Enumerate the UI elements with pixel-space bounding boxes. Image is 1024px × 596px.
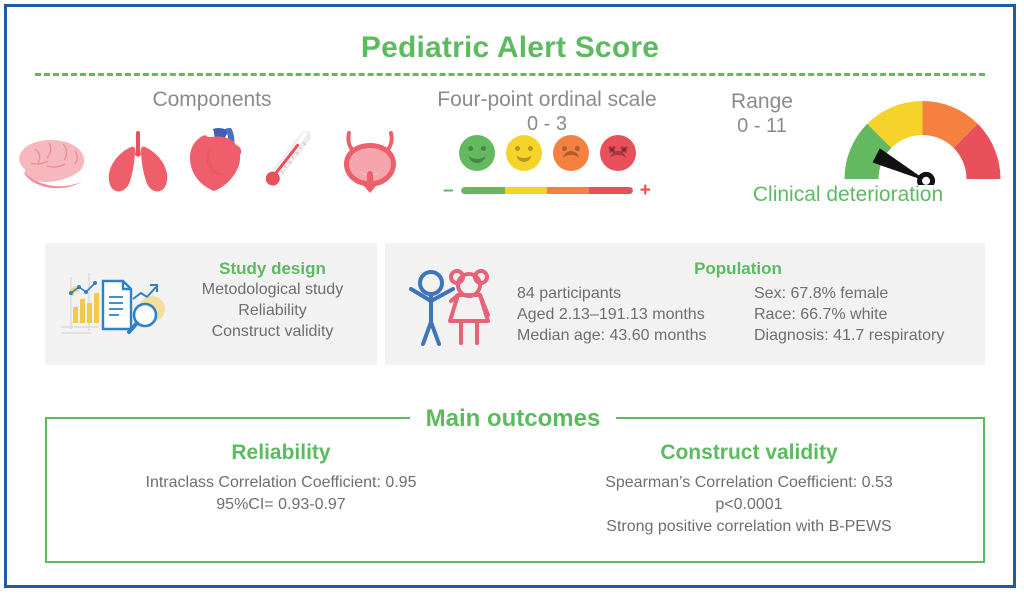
face-sad-orange — [552, 135, 589, 171]
study-document-chart-icon — [59, 271, 167, 346]
outcome-construct-line-1: p<0.0001 — [715, 496, 783, 513]
scale-plus-sign: + — [639, 180, 651, 201]
face-happy-yellow — [505, 135, 542, 171]
outcome-reliability-line-0: Intraclass Correlation Coefficient: 0.95 — [145, 474, 417, 491]
scale-subheading: 0 - 3 — [526, 113, 568, 135]
scale-bar-row: – + — [407, 181, 687, 200]
brain-icon — [15, 135, 91, 198]
components-heading: Components — [152, 88, 272, 111]
study-design-panel: Study design Metodological study Reliabi… — [45, 243, 377, 365]
outcomes-columns: Reliability Intraclass Correlation Coeff… — [47, 441, 983, 538]
study-design-title: Study design — [219, 259, 326, 278]
population-body: Population 84 participants Aged 2.13–191… — [503, 259, 973, 346]
study-design-line-1: Reliability — [238, 302, 307, 319]
main-outcomes-title: Main outcomes — [409, 405, 617, 432]
study-design-line-2: Construct validity — [211, 323, 334, 340]
population-left-column: 84 participants Aged 2.13–191.13 months … — [503, 283, 736, 346]
main-outcomes-box: Reliability Intraclass Correlation Coeff… — [45, 417, 985, 563]
components-column: Components — [17, 87, 407, 193]
face-very-sad-red — [599, 135, 636, 171]
scale-minus-sign: – — [443, 180, 454, 201]
outcome-construct-line-0: Spearman’s Correlation Coefficient: 0.53 — [605, 474, 893, 491]
top-section: Components — [17, 87, 1009, 222]
gauge-icon — [835, 89, 1010, 190]
population-right-line-0: Sex: 67.8% female — [754, 285, 889, 302]
outcome-construct-heading: Construct validity — [660, 441, 838, 464]
study-design-body: Study design Metodological study Reliabi… — [175, 259, 370, 342]
outcome-reliability-heading: Reliability — [231, 441, 331, 464]
range-heading-text: Range — [731, 90, 793, 113]
thermometer-icon — [261, 121, 317, 198]
population-left-line-2: Median age: 43.60 months — [517, 327, 707, 344]
population-title: Population — [694, 259, 782, 278]
infographic-frame: Pediatric Alert Score Components — [4, 4, 1016, 588]
children-icon — [403, 261, 499, 354]
range-heading: Range 0 - 11 — [687, 89, 837, 139]
population-left-line-0: 84 participants — [517, 285, 622, 302]
scale-heading: Four-point ordinal scale 0 - 3 — [407, 87, 687, 137]
lungs-icon — [105, 129, 171, 198]
population-left-line-1: Aged 2.13–191.13 months — [517, 306, 705, 323]
range-subheading: 0 - 11 — [737, 115, 787, 137]
title-divider — [35, 73, 985, 76]
scale-heading-text: Four-point ordinal scale — [437, 88, 657, 111]
population-right-line-1: Race: 66.7% white — [754, 306, 888, 323]
heart-icon — [185, 125, 247, 198]
scale-face-row — [407, 135, 687, 171]
page-title: Pediatric Alert Score — [360, 31, 660, 64]
scale-column: Four-point ordinal scale 0 - 3 – — [407, 87, 687, 200]
study-design-line-0: Metodological study — [201, 281, 344, 298]
outcome-column-construct-validity: Construct validity Spearman’s Correlatio… — [515, 441, 983, 538]
components-icon-row — [17, 121, 407, 198]
outcome-reliability-line-1: 95%CI= 0.93-0.97 — [216, 496, 346, 513]
scale-gradient-bar — [460, 187, 633, 194]
range-caption: Clinical deterioration — [752, 183, 944, 206]
outcome-construct-line-2: Strong positive correlation with B-PEWS — [606, 518, 892, 535]
population-right-column: Sex: 67.8% female Race: 66.7% white Diag… — [754, 283, 973, 346]
bladder-icon — [331, 127, 409, 198]
population-right-line-2: Diagnosis: 41.7 respiratory — [754, 327, 945, 344]
face-happy-green — [458, 135, 495, 171]
main-outcomes-title-wrap: Main outcomes — [7, 405, 1019, 433]
outcome-column-reliability: Reliability Intraclass Correlation Coeff… — [47, 441, 515, 538]
population-columns: 84 participants Aged 2.13–191.13 months … — [503, 283, 973, 346]
population-panel: Population 84 participants Aged 2.13–191… — [385, 243, 985, 365]
